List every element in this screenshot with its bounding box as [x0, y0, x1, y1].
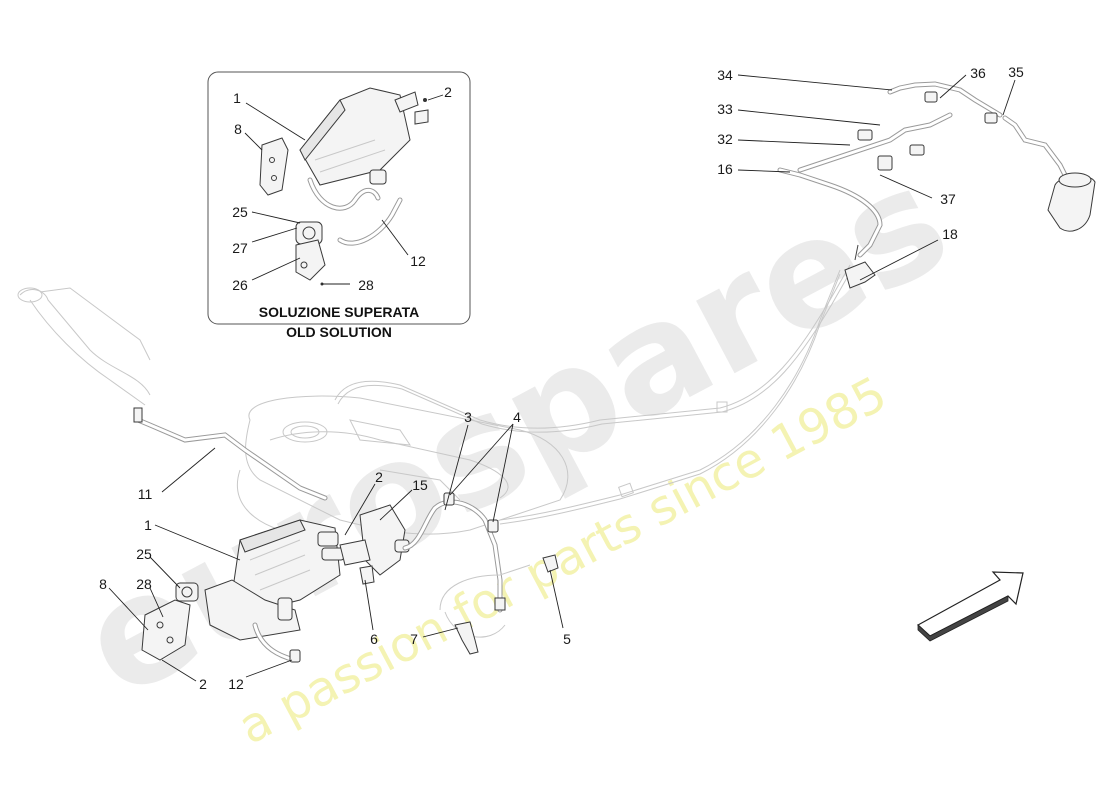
label-16: 16 [717, 161, 733, 177]
label-8-inset: 8 [234, 121, 242, 137]
fuel-lines-ghost [334, 264, 853, 525]
inset-title-line1: SOLUZIONE SUPERATA [259, 304, 420, 320]
label-6: 6 [370, 631, 378, 647]
label-18: 18 [942, 226, 958, 242]
watermark: eurospares a passion for parts since 198… [55, 133, 974, 756]
label-33: 33 [717, 101, 733, 117]
upper-line-assembly [777, 81, 1096, 289]
carbon-canister-assembly [141, 519, 345, 663]
label-27-inset: 27 [232, 240, 248, 256]
inset-title-line2: OLD SOLUTION [286, 324, 392, 340]
label-2-inset: 2 [444, 84, 452, 100]
inset-old-solution: SOLUZIONE SUPERATA OLD SOLUTION [207, 71, 471, 340]
label-2: 2 [375, 469, 383, 485]
label-25: 25 [136, 546, 152, 562]
label-1-inset: 1 [233, 90, 241, 106]
label-7: 7 [410, 631, 418, 647]
main-labels: 34 36 35 33 32 16 37 18 3 4 2 15 1 11 25… [99, 64, 1024, 692]
line-3 [402, 499, 506, 613]
label-2-lower: 2 [199, 676, 207, 692]
arrow-icon [916, 571, 1024, 642]
label-34: 34 [717, 67, 733, 83]
label-4: 4 [513, 409, 521, 425]
label-32: 32 [717, 131, 733, 147]
label-36: 36 [970, 65, 986, 81]
label-12: 12 [228, 676, 244, 692]
label-15: 15 [412, 477, 428, 493]
label-1: 1 [144, 517, 152, 533]
label-28-inset: 28 [358, 277, 374, 293]
label-12-inset: 12 [410, 253, 426, 269]
inset-labels: 1 2 8 25 27 26 28 12 [232, 84, 452, 293]
label-5: 5 [563, 631, 571, 647]
label-8: 8 [99, 576, 107, 592]
label-37: 37 [940, 191, 956, 207]
label-3: 3 [464, 409, 472, 425]
part-11-line [133, 407, 328, 501]
label-11: 11 [138, 486, 153, 502]
filler-neck [17, 287, 151, 406]
label-35: 35 [1008, 64, 1024, 80]
clips [359, 492, 559, 655]
label-26-inset: 26 [232, 277, 248, 293]
leader-lines [108, 74, 1016, 682]
label-28: 28 [136, 576, 152, 592]
label-25-inset: 25 [232, 204, 248, 220]
